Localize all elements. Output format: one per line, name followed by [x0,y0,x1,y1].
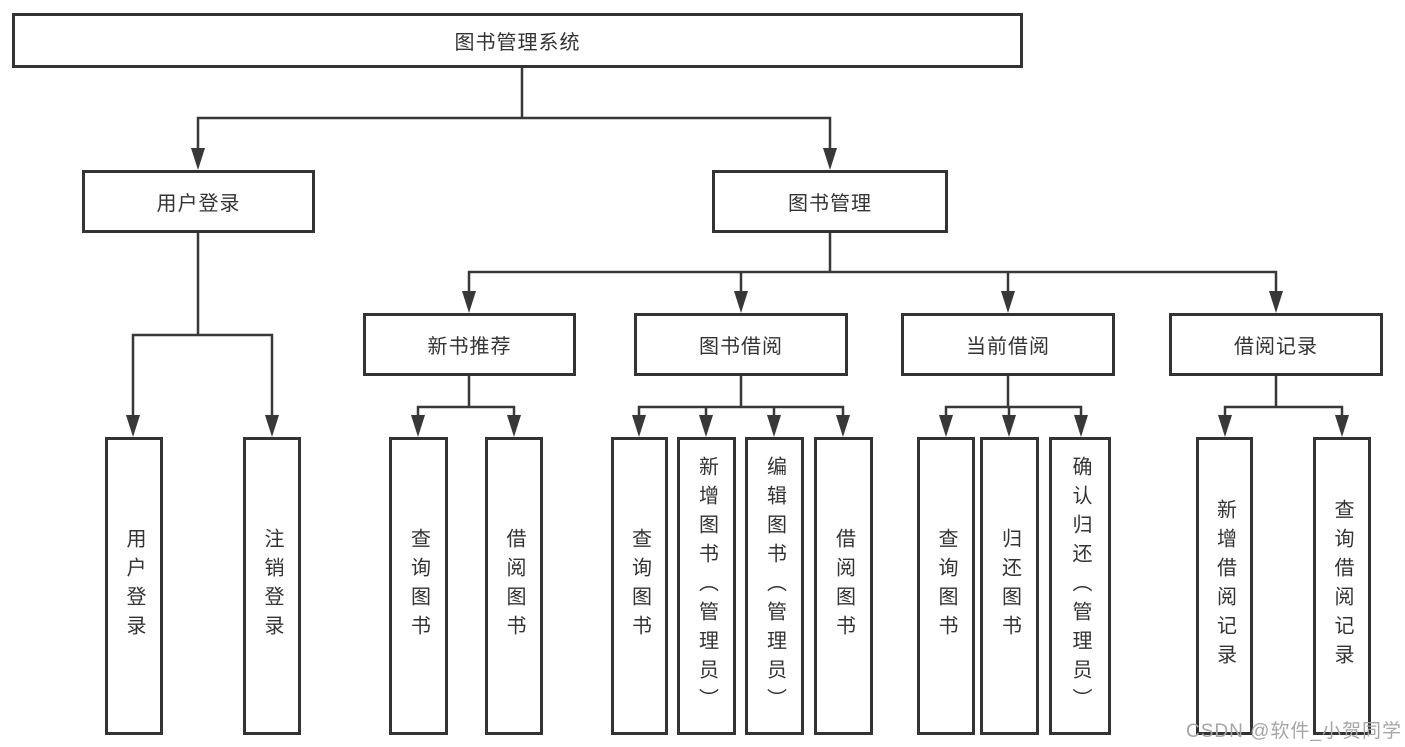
leaf-edit-books-admin-label: 编辑图书（管理员） [763,455,786,717]
leaf-query-books-borrowing-label: 查询图书 [628,528,651,644]
leaf-confirm-return-admin-label: 确认归还（管理员） [1069,455,1091,717]
node-book-borrowing: 图书借阅 [634,313,848,376]
leaf-logout-label: 注销登录 [261,528,283,644]
node-user-login-label: 用户登录 [156,193,241,215]
leaf-add-borrow-record: 新增借阅记录 [1196,437,1253,735]
node-user-login: 用户登录 [82,170,315,233]
leaf-confirm-return-admin: 确认归还（管理员） [1049,437,1111,735]
leaf-edit-books-admin: 编辑图书（管理员） [745,437,804,735]
node-current-borrowing-label: 当前借阅 [966,336,1050,358]
leaf-user-login-label: 用户登录 [123,528,145,644]
leaf-query-books-recommend: 查询图书 [389,437,448,735]
node-borrowing-records-label: 借阅记录 [1234,336,1318,358]
leaf-borrow-books: 借阅图书 [814,437,873,735]
leaf-query-borrow-record: 查询借阅记录 [1313,437,1371,735]
node-new-book-recommend-label: 新书推荐 [427,336,512,358]
leaf-borrow-books-recommend: 借阅图书 [485,437,543,735]
node-library-system-label: 图书管理系统 [454,32,581,54]
node-book-borrowing-label: 图书借阅 [699,336,783,358]
node-library-system: 图书管理系统 [12,13,1023,68]
leaf-query-books-current-label: 查询图书 [935,528,957,644]
leaf-query-books-borrowing: 查询图书 [611,437,668,735]
arrowheads [126,148,1349,437]
leaf-logout: 注销登录 [243,437,301,735]
leaf-query-books-recommend-label: 查询图书 [407,528,430,644]
node-current-borrowing: 当前借阅 [901,313,1115,376]
leaf-add-books-admin: 新增图书（管理员） [677,437,736,735]
leaf-user-login: 用户登录 [105,437,163,735]
leaf-borrow-books-label: 借阅图书 [832,528,855,644]
leaf-add-borrow-record-label: 新增借阅记录 [1213,499,1236,673]
leaf-query-borrow-record-label: 查询借阅记录 [1331,499,1353,673]
node-borrowing-records: 借阅记录 [1169,313,1383,376]
node-new-book-recommend: 新书推荐 [363,313,576,376]
node-book-management: 图书管理 [712,170,948,233]
leaf-query-books-current: 查询图书 [917,437,975,735]
leaf-borrow-books-recommend-label: 借阅图书 [503,528,525,644]
leaf-return-books: 归还图书 [980,437,1039,735]
leaf-add-books-admin-label: 新增图书（管理员） [695,455,718,717]
node-book-management-label: 图书管理 [788,193,872,215]
leaf-return-books-label: 归还图书 [998,528,1021,644]
csdn-watermark: CSDN @软件_小贺同学 [1186,721,1402,742]
